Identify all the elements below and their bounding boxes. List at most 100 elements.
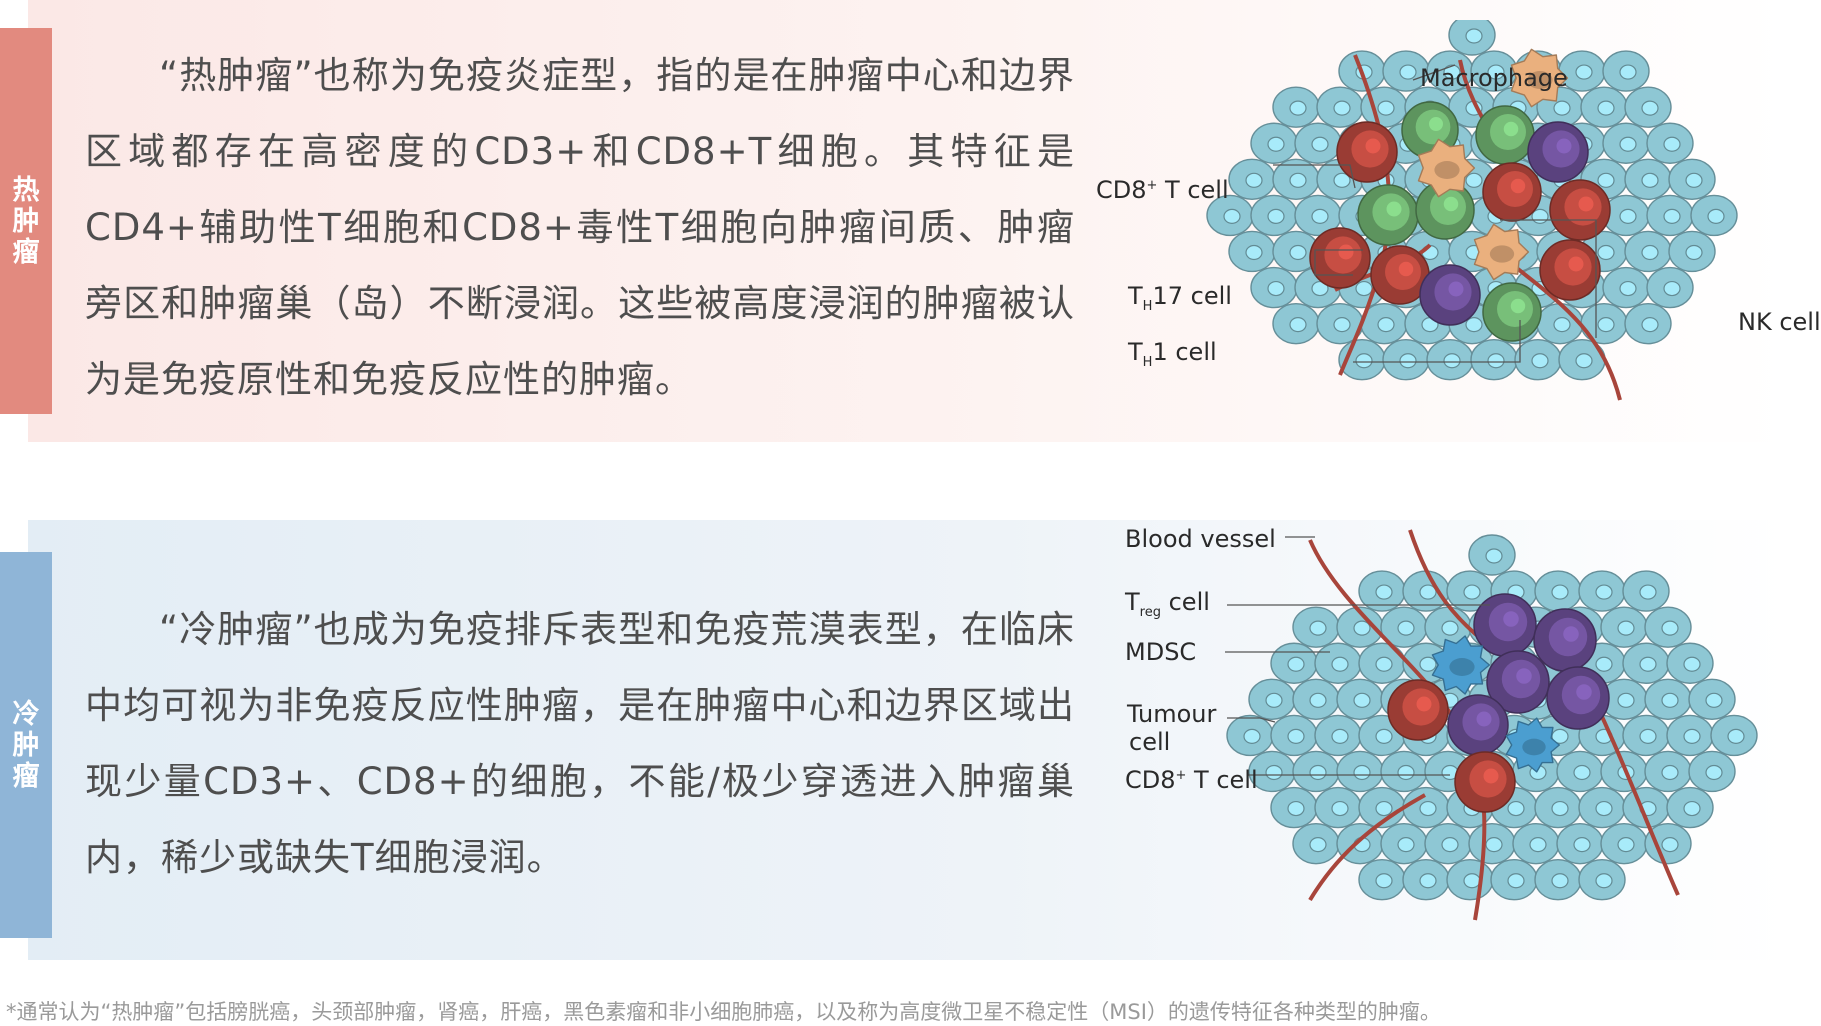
tumour-cell xyxy=(1272,86,1320,128)
tumour-cell xyxy=(1380,822,1428,865)
treg-cell xyxy=(1527,121,1589,183)
cd8-t-cell xyxy=(1539,239,1601,301)
tumour-cell xyxy=(1600,822,1648,865)
th1-cell xyxy=(1475,105,1535,165)
treg-cell xyxy=(1473,593,1537,657)
blood-vessel xyxy=(1308,793,1426,902)
treg-sub: reg xyxy=(1139,604,1161,620)
tumour-cell xyxy=(1644,750,1692,793)
th17-cell-label: TH17 cell xyxy=(1128,282,1232,321)
tumour-cell xyxy=(1624,230,1672,273)
tumour-cell xyxy=(1666,786,1714,829)
macrophage xyxy=(1510,48,1569,108)
tumour-cell xyxy=(1514,339,1562,381)
macrophage-label: Macrophage xyxy=(1420,64,1568,92)
treg-cell xyxy=(1533,608,1597,672)
tumour-cell xyxy=(1580,86,1628,128)
cd8-suffix: T cell xyxy=(1157,176,1229,204)
tumour-cell xyxy=(1380,750,1428,793)
th17-t: T xyxy=(1128,282,1143,310)
cd8-sup: + xyxy=(1146,178,1158,193)
blood-vessel-label: Blood vessel xyxy=(1125,525,1276,553)
nk-cell-label: NK cell xyxy=(1738,308,1821,336)
tumour-cell xyxy=(1688,750,1736,793)
tumour-cell xyxy=(1668,158,1716,201)
cold-tab-char: 瘤 xyxy=(12,760,40,792)
tumour-cell xyxy=(1710,714,1758,757)
immune-cell-group xyxy=(1387,593,1610,813)
tumour-cell xyxy=(1644,822,1692,865)
tumour-cell xyxy=(1424,822,1472,865)
tumour-cell xyxy=(1602,194,1650,237)
tumour-cell xyxy=(1250,194,1298,237)
cold-tab-char: 冷 xyxy=(12,698,40,730)
tumour-cell xyxy=(1688,678,1736,721)
tumour-cell xyxy=(1512,822,1560,865)
tumour-cell xyxy=(1646,194,1694,237)
tumour-cell xyxy=(1316,86,1364,128)
tumour-cell xyxy=(1644,678,1692,721)
tumour-cell xyxy=(1382,339,1430,381)
tumour-line2: cell xyxy=(1129,728,1171,756)
cd8-t-cell xyxy=(1387,679,1449,741)
treg-rest: cell xyxy=(1160,588,1210,616)
tumour-cell xyxy=(1622,714,1670,757)
hot-tab-char: 热 xyxy=(12,174,40,206)
hot-tumour-illustration xyxy=(1206,20,1738,401)
tumour-cell xyxy=(1270,642,1318,684)
cd8-t-cell xyxy=(1549,179,1611,241)
tumour-cell xyxy=(1646,122,1694,164)
hot-tab-char: 瘤 xyxy=(12,236,40,268)
tumour-cell xyxy=(1272,302,1320,345)
tumour-cell xyxy=(1644,606,1692,648)
tumour-cell xyxy=(1622,570,1670,612)
th1-cell xyxy=(1357,184,1419,246)
tumour-cell xyxy=(1426,339,1474,381)
cd8-t-cell xyxy=(1336,121,1398,183)
tumour-cell xyxy=(1272,230,1320,273)
tumour-cell xyxy=(1580,302,1628,345)
cold-tumour-paragraph: “冷肿瘤”也成为免疫排斥表型和免疫荒漠表型，在临床中均可视为非免疫反应性肿瘤，是… xyxy=(85,608,1075,879)
mdsc xyxy=(1431,635,1491,695)
tumour-cell xyxy=(1448,20,1496,56)
tumour-cell xyxy=(1446,859,1494,901)
tumour-cell xyxy=(1622,642,1670,684)
tumour-cell xyxy=(1228,158,1276,201)
cold-tumour-tab: 冷 肿 瘤 xyxy=(0,552,52,938)
tumour-cell xyxy=(1206,194,1254,237)
mdsc xyxy=(1505,717,1560,773)
tumour-cell xyxy=(1358,859,1406,901)
tumour-cell xyxy=(1358,642,1406,684)
tumour-cell xyxy=(1534,859,1582,901)
tumour-cell xyxy=(1602,122,1650,164)
tumour-cell xyxy=(1602,50,1650,92)
tumour-cell xyxy=(1600,606,1648,648)
mdsc-label: MDSC xyxy=(1125,638,1197,666)
immune-cell-group xyxy=(1309,48,1611,342)
hot-tumour-description: “热肿瘤”也称为免疫炎症型，指的是在肿瘤中心和边界区域都存在高密度的CD3+和C… xyxy=(85,38,1075,418)
tumour-cell xyxy=(1402,786,1450,829)
tumour-cell xyxy=(1602,266,1650,309)
macrophage xyxy=(1473,223,1530,281)
th1-cell-label: TH1 cell xyxy=(1128,338,1217,377)
tumour-cell xyxy=(1382,50,1430,92)
macrophage xyxy=(1417,138,1476,198)
tumour-cell xyxy=(1292,606,1340,648)
treg-cell xyxy=(1419,264,1481,326)
tumour-cell xyxy=(1578,786,1626,829)
tumour-cell xyxy=(1624,302,1672,345)
tumour-cell xyxy=(1336,606,1384,648)
cold-tab-char: 肿 xyxy=(12,729,40,761)
tumour-cell xyxy=(1624,158,1672,201)
tumour-cell xyxy=(1668,230,1716,273)
treg-cell-label: Treg cell xyxy=(1125,588,1210,627)
th1-sub: H xyxy=(1142,354,1153,370)
tumour-cell xyxy=(1270,714,1318,757)
tumour-cell xyxy=(1250,122,1298,164)
tumour-cell xyxy=(1314,786,1362,829)
cd8-sup: + xyxy=(1175,768,1187,783)
hot-tumour-paragraph: “热肿瘤”也称为免疫炎症型，指的是在肿瘤中心和边界区域都存在高密度的CD3+和C… xyxy=(85,54,1075,401)
cd8-t-cell-label: CD8+ T cell xyxy=(1125,762,1258,794)
tumour-cell xyxy=(1358,570,1406,612)
